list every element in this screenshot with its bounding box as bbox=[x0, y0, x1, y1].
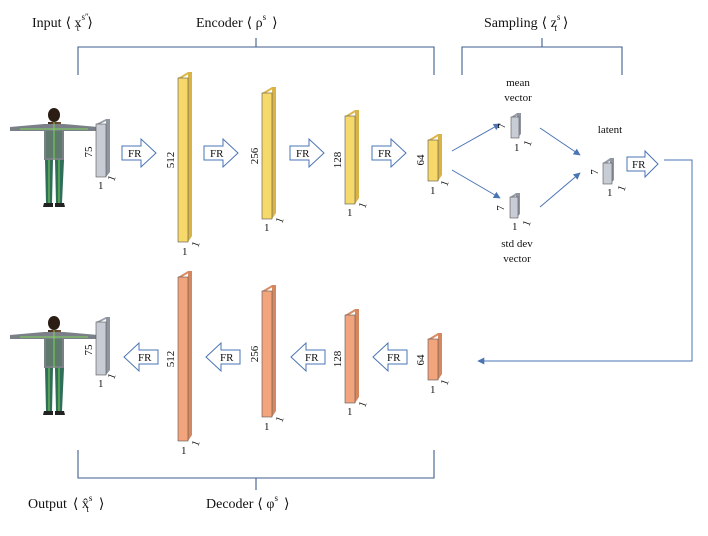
unit-label: 1 bbox=[430, 384, 436, 396]
encoder-bracket bbox=[77, 46, 435, 75]
unit-label: 1 bbox=[182, 246, 188, 258]
unit-label: 1 bbox=[616, 184, 629, 193]
arrow-std-to-latent bbox=[539, 172, 581, 208]
unit-label: 1 bbox=[521, 219, 534, 228]
decoder-layer-64: 64 1 1 bbox=[415, 333, 452, 396]
decoder-layer-75: 75 1 1 bbox=[83, 317, 119, 390]
unit-label: 1 bbox=[514, 142, 520, 154]
layer-size-label: 7 bbox=[495, 205, 507, 211]
std-label: vector bbox=[503, 253, 531, 265]
sampling-block: 7 1 1 mean vector 7 1 1 std dev vector 7… bbox=[451, 77, 659, 265]
unit-label: 1 bbox=[439, 378, 452, 387]
fr-arrow: FR bbox=[372, 341, 408, 373]
unit-label: 1 bbox=[357, 400, 370, 409]
std-vector: 7 1 1 std dev vector bbox=[495, 193, 534, 265]
unit-label: 1 bbox=[357, 201, 370, 210]
layer-size-label: 512 bbox=[165, 351, 177, 368]
human-output-figure bbox=[10, 316, 98, 415]
layer-size-label: 128 bbox=[332, 151, 344, 168]
unit-label: 1 bbox=[98, 378, 104, 390]
fr-arrow: FR bbox=[290, 341, 326, 373]
svg-text:FR: FR bbox=[138, 352, 152, 364]
mean-vector: 7 1 1 mean vector bbox=[496, 77, 535, 154]
unit-label: 1 bbox=[190, 439, 203, 448]
encoder-layer-75: 75 1 1 bbox=[83, 119, 119, 192]
svg-text:FR: FR bbox=[387, 352, 401, 364]
unit-label: 1 bbox=[190, 240, 203, 249]
fr-arrow: FR bbox=[626, 149, 659, 179]
unit-label: 1 bbox=[106, 174, 119, 183]
unit-label: 1 bbox=[181, 445, 187, 457]
encoder-layer-256: 256 1 1 bbox=[249, 87, 287, 234]
human-input-figure bbox=[10, 108, 98, 207]
layer-size-label: 75 bbox=[83, 146, 95, 158]
unit-label: 1 bbox=[264, 421, 270, 433]
svg-text:Encoder⟨ ρs⟩: Encoder⟨ ρs⟩ bbox=[196, 12, 278, 31]
layer-size-label: 64 bbox=[415, 154, 427, 166]
unit-label: 1 bbox=[347, 207, 353, 219]
decoder-title: Decoder⟨ φs⟩ bbox=[206, 493, 289, 512]
arrow-mean-to-latent bbox=[539, 127, 581, 156]
encoder-layer-64: 64 1 1 bbox=[415, 134, 452, 197]
unit-label: 1 bbox=[98, 180, 104, 192]
decoder-row: 64 1 1 FR 128 1 1 FR 256 1 1 bbox=[83, 271, 452, 457]
layer-size-label: 256 bbox=[249, 345, 261, 362]
fr-arrow: FR bbox=[203, 137, 239, 169]
unit-label: 1 bbox=[274, 415, 287, 424]
svg-text:FR: FR bbox=[128, 148, 142, 160]
decoder-bracket bbox=[77, 450, 435, 479]
latent-to-decoder-connector bbox=[477, 159, 693, 365]
fr-arrow: FR bbox=[123, 341, 159, 373]
encoder-layer-128: 128 1 1 bbox=[332, 110, 370, 219]
sampling-bracket bbox=[461, 46, 623, 75]
layer-size-label: 75 bbox=[83, 344, 95, 356]
unit-label: 1 bbox=[264, 222, 270, 234]
unit-label: 1 bbox=[439, 179, 452, 188]
unit-label: 1 bbox=[430, 185, 436, 197]
svg-text:FR: FR bbox=[210, 148, 224, 160]
unit-label: 1 bbox=[106, 372, 119, 381]
decoder-layer-256: 256 1 1 bbox=[249, 285, 287, 433]
unit-label: 1 bbox=[347, 406, 353, 418]
std-label: std dev bbox=[501, 238, 533, 250]
svg-text:Sampling⟨ zst⟩: Sampling⟨ zst⟩ bbox=[484, 12, 568, 33]
svg-text:FR: FR bbox=[632, 159, 646, 171]
unit-label: 1 bbox=[274, 216, 287, 225]
arrow-to-mean bbox=[451, 123, 501, 152]
fr-arrow: FR bbox=[289, 137, 325, 169]
input-title: Input⟨ xs″t⟩ bbox=[32, 12, 93, 33]
encoder-title: Encoder⟨ ρs⟩ bbox=[196, 12, 278, 31]
latent-label: latent bbox=[598, 124, 622, 136]
mean-label: vector bbox=[504, 92, 532, 104]
layer-size-label: 64 bbox=[415, 354, 427, 366]
layer-size-label: 7 bbox=[589, 169, 601, 175]
fr-arrow: FR bbox=[121, 137, 157, 169]
latent-vector: 7 1 1 latent bbox=[589, 124, 629, 199]
svg-text:FR: FR bbox=[220, 352, 234, 364]
unit-label: 1 bbox=[522, 139, 535, 148]
layer-size-label: 7 bbox=[496, 123, 508, 129]
unit-label: 1 bbox=[607, 187, 613, 199]
decoder-layer-128: 128 1 1 bbox=[332, 309, 370, 418]
svg-text:Output⟨ x̂st⟩: Output⟨ x̂st⟩ bbox=[28, 493, 104, 514]
svg-text:FR: FR bbox=[296, 148, 310, 160]
svg-text:Decoder⟨ φs⟩: Decoder⟨ φs⟩ bbox=[206, 493, 289, 512]
encoder-row: 75 1 1 FR 512 1 1 FR 256 1 1 bbox=[83, 72, 452, 258]
unit-label: 1 bbox=[512, 221, 518, 233]
mean-label: mean bbox=[506, 77, 530, 89]
svg-text:Input⟨ xs″t⟩: Input⟨ xs″t⟩ bbox=[32, 12, 93, 33]
layer-size-label: 512 bbox=[165, 152, 177, 169]
layer-size-label: 256 bbox=[249, 147, 261, 164]
svg-text:FR: FR bbox=[378, 148, 392, 160]
svg-text:FR: FR bbox=[305, 352, 319, 364]
encoder-layer-512: 512 1 1 bbox=[165, 72, 203, 258]
fr-arrow: FR bbox=[371, 137, 407, 169]
layer-size-label: 128 bbox=[332, 350, 344, 367]
fr-arrow: FR bbox=[205, 341, 241, 373]
decoder-layer-512: 512 1 1 bbox=[165, 271, 203, 457]
arrow-to-std bbox=[451, 169, 501, 199]
